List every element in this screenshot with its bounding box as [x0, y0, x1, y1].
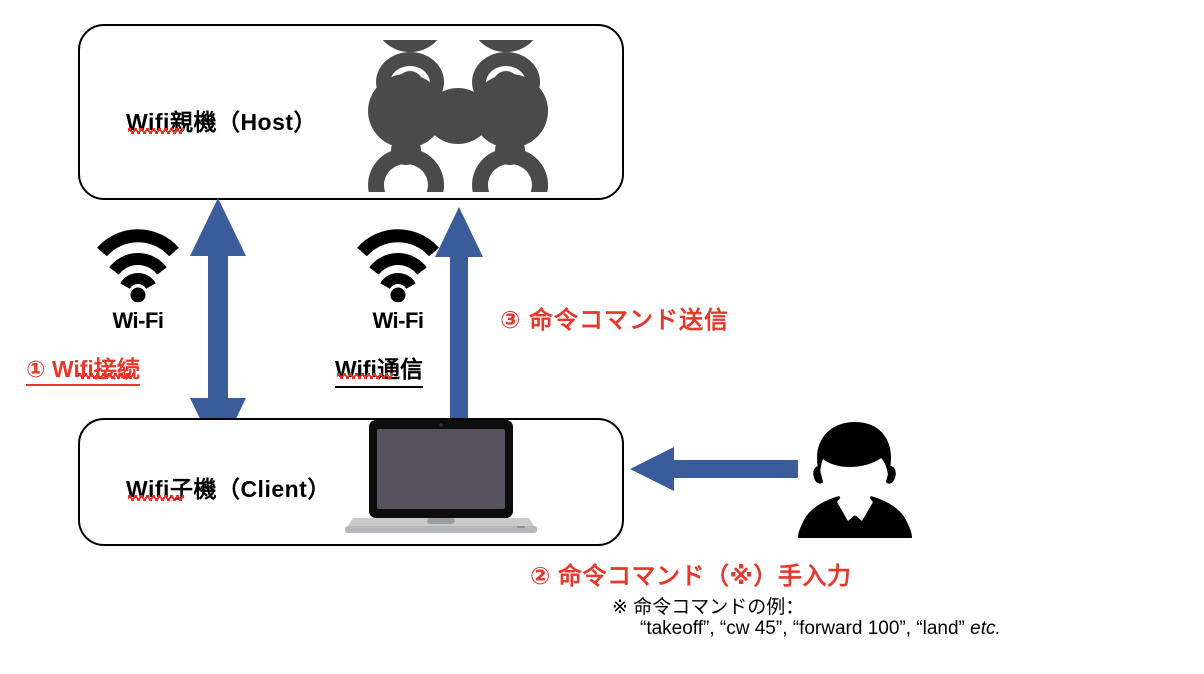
note-example-heading: ※ 命令コマンドの例：	[612, 597, 805, 618]
note-commands-text: “takeoff”, “cw 45”, “forward 100”, “land…	[640, 618, 971, 639]
wifi-badge-left-label: Wi-Fi	[112, 308, 164, 333]
caption-manual-input: ② 命令コマンド（※）手入力	[530, 563, 852, 590]
note-example-commands: “takeoff”, “cw 45”, “forward 100”, “land…	[640, 618, 1001, 640]
caption-wifi-connect-text: ① Wifi接続	[26, 356, 140, 386]
bidirectional-arrow	[187, 198, 249, 456]
wifi-signal-icon	[357, 229, 439, 303]
wifi-badge-left: Wi-Fi	[92, 226, 184, 334]
host-label-spellcheck-squiggle	[128, 128, 184, 134]
wifi-badge-right: Wi-Fi	[352, 226, 444, 334]
client-label-spellcheck-squiggle	[128, 495, 184, 501]
wifi-communication-spellcheck-squiggle	[337, 373, 393, 379]
manual-input-arrow	[630, 447, 798, 491]
wifi-badge-right-label: Wi-Fi	[372, 308, 424, 333]
note-etc-text: etc.	[970, 618, 1001, 639]
laptop-icon	[343, 418, 539, 536]
caption-wifi-communication: Wifi通信	[335, 350, 423, 388]
caption-send-command: ③ 命令コマンド送信	[500, 307, 729, 334]
person-icon	[795, 420, 915, 538]
wifi-connect-spellcheck-squiggle	[78, 373, 134, 379]
wifi-signal-icon	[97, 229, 179, 303]
command-send-arrow	[434, 207, 484, 429]
drone-icon	[352, 0, 564, 223]
